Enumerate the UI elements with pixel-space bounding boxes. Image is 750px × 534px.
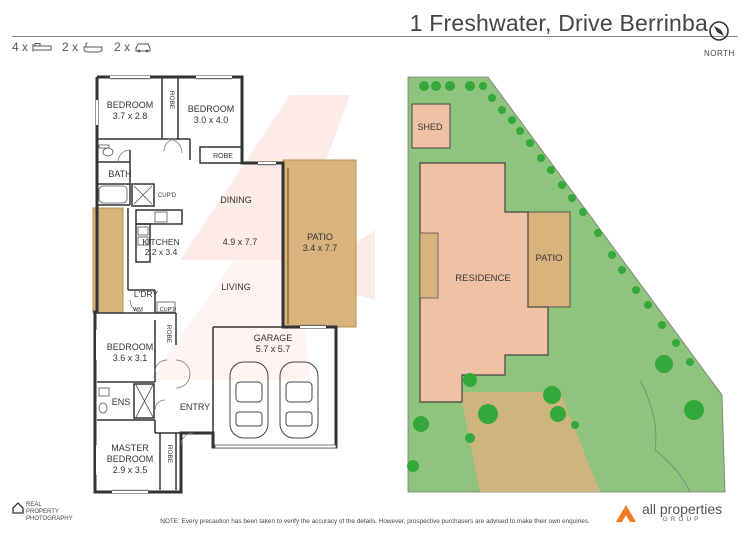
site-patio	[527, 211, 571, 308]
car-icon	[135, 43, 151, 52]
robe-2-label: ROBE	[213, 153, 233, 160]
kitchen-label: KITCHEN	[142, 237, 179, 247]
bedroom-mid-label: BEDROOM	[107, 342, 154, 352]
agency-logo: all properties GROUP	[614, 502, 722, 523]
floorplan-labels: BEDROOM 3.7 x 2.8 ROBE BEDROOM 3.0 x 4.0…	[107, 91, 338, 475]
agency-mark-icon	[616, 504, 636, 522]
patio-label: PATIO	[307, 232, 333, 242]
windows	[96, 76, 326, 493]
garage-cars	[229, 361, 319, 439]
master-size: 2.9 x 3.5	[113, 465, 148, 475]
house-logo-icon	[12, 502, 24, 514]
kitchen-size: 2.2 x 3.4	[145, 247, 178, 257]
dining-living-size: 4.9 x 7.7	[223, 237, 258, 247]
robe-3-label: ROBE	[165, 325, 172, 344]
shed-building	[411, 103, 451, 149]
bedroom-top-right-size: 3.0 x 4.0	[194, 115, 229, 125]
agency-name: all properties	[642, 501, 723, 517]
interior-walls	[97, 77, 283, 490]
compass: NORTH	[704, 20, 734, 58]
laundry-label: L'DRY	[134, 289, 158, 299]
residence-building	[419, 162, 549, 403]
bedroom-top-right-label: BEDROOM	[188, 104, 235, 114]
agency-group: GROUP	[662, 516, 702, 523]
disclaimer-note: NOTE: Every precaution has been taken to…	[160, 518, 590, 525]
robe-1-label: ROBE	[168, 91, 175, 110]
compass-icon	[709, 21, 729, 41]
bedroom-count-text: 4 x	[12, 40, 29, 54]
header-divider	[12, 36, 738, 37]
cupd-1-label: CUP'D	[158, 193, 177, 199]
bedroom-top-left-size: 3.7 x 2.8	[113, 111, 148, 121]
bathroom-count-text: 2 x	[62, 40, 79, 54]
shed-label: SHED	[417, 122, 443, 132]
garage-size: 5.7 x 5.7	[256, 344, 291, 354]
rpp-line-1: REAL	[26, 502, 42, 508]
robe-4-label: ROBE	[166, 445, 173, 464]
living-label: LIVING	[221, 282, 251, 292]
master-label: MASTER	[111, 443, 149, 453]
feature-summary: 4 x 2 x 2 x	[12, 40, 152, 54]
car-space-count: 2 x	[114, 40, 152, 54]
bath-icon	[83, 42, 103, 52]
real-property-photography-logo: REAL PROPERTY PHOTOGRAPHY	[12, 502, 73, 523]
garage-label: GARAGE	[254, 333, 293, 343]
rpp-line-2: PROPERTY	[26, 509, 59, 515]
bedroom-mid-size: 3.6 x 3.1	[113, 353, 148, 363]
master-label-2: BEDROOM	[107, 454, 154, 464]
dining-label: DINING	[220, 195, 252, 205]
fixtures	[98, 144, 176, 418]
bed-icon	[32, 43, 52, 52]
rpp-line-3: PHOTOGRAPHY	[26, 516, 73, 522]
ensuite-label: ENS	[112, 397, 131, 407]
cupd-2-label: CUP'D	[160, 307, 177, 313]
door-swings	[117, 138, 194, 446]
site-patio-label: PATIO	[535, 253, 562, 264]
bedroom-top-left-label: BEDROOM	[107, 100, 154, 110]
bathroom-count: 2 x	[62, 40, 104, 54]
trees	[407, 81, 704, 472]
site-plan: SHED RESIDENCE PATIO	[407, 76, 726, 493]
residence-label: RESIDENCE	[455, 273, 510, 284]
car-space-count-text: 2 x	[114, 40, 131, 54]
property-address: 1 Freshwater, Drive Berrinba	[409, 10, 708, 36]
entry-label: ENTRY	[180, 402, 210, 412]
compass-north-label: NORTH	[704, 49, 735, 58]
patio-size: 3.4 x 7.7	[303, 243, 338, 253]
wm-label: WM	[133, 307, 143, 313]
bath-label: BATH	[108, 169, 131, 179]
bedroom-count: 4 x	[12, 40, 52, 54]
